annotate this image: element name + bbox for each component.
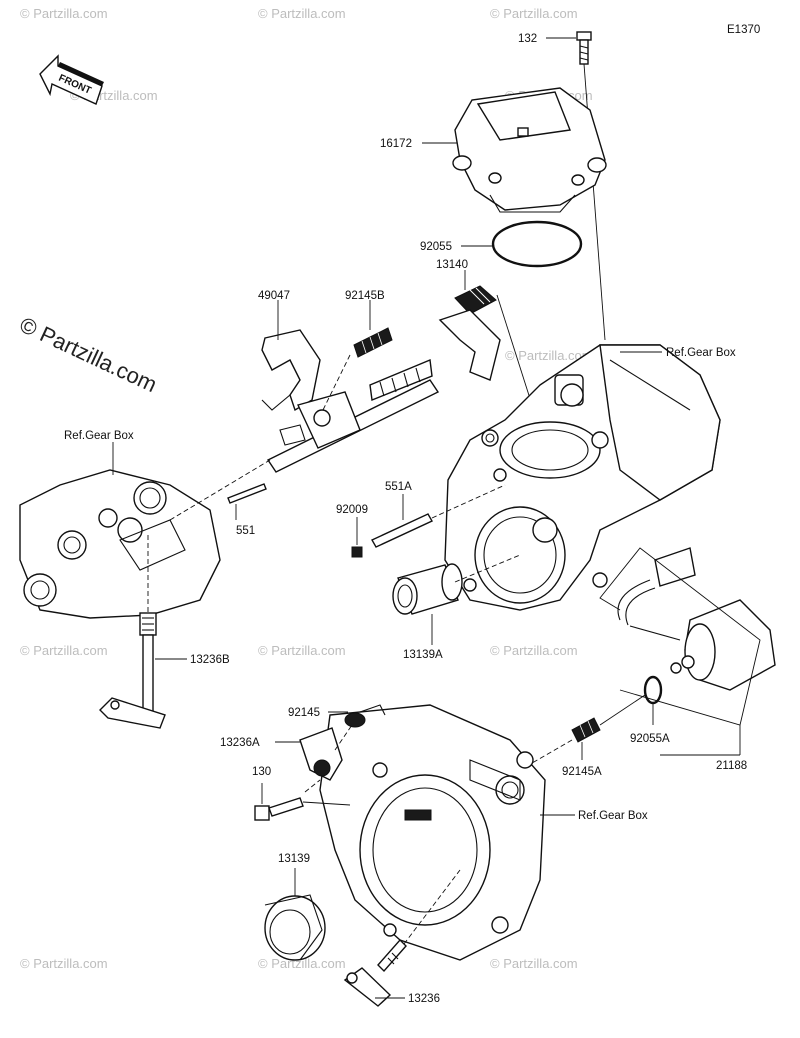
actuator-motor-21188 (617, 547, 776, 691)
spring-92145 (344, 704, 386, 728)
actuator-cover-16172 (452, 87, 607, 213)
shift-fork-13140 (438, 285, 501, 381)
label-92009: 92009 (336, 504, 368, 516)
spring-92145B (353, 327, 393, 358)
watermark: © Partzilla.com (490, 643, 578, 658)
gear-case-left (19, 469, 221, 619)
lever-shaft-13236 (343, 938, 407, 1007)
watermark-large: © Partzilla.com (16, 312, 161, 397)
bolt-130 (254, 797, 304, 821)
spring-92145A (571, 717, 601, 743)
watermark: © Partzilla.com (258, 6, 346, 21)
o-ring-92055 (491, 220, 583, 268)
label-13236B: 13236B (190, 654, 230, 666)
label-16172: 16172 (380, 138, 412, 150)
label-ref-gear-box-left: Ref.Gear Box (64, 430, 134, 442)
label-92145A: 92145A (562, 766, 602, 778)
shift-assembly-49047 (261, 329, 440, 473)
label-49047: 49047 (258, 290, 290, 302)
front-arrow-icon: FRONT (39, 54, 104, 105)
label-92145: 92145 (288, 707, 320, 719)
watermark: © Partzilla.com (490, 6, 578, 21)
label-13139A: 13139A (403, 649, 443, 661)
watermark: © Partzilla.com (258, 956, 346, 971)
pin-551 (227, 483, 267, 504)
lever-shaft-13236B (99, 612, 166, 729)
watermark: © Partzilla.com (258, 643, 346, 658)
screw-92009 (351, 546, 363, 558)
gear-case-upper (444, 344, 721, 611)
label-ref-gear-box-right-bottom: Ref.Gear Box (578, 810, 648, 822)
label-92055: 92055 (420, 241, 452, 253)
label-92055A: 92055A (630, 733, 670, 745)
label-130: 130 (252, 766, 271, 778)
watermark: © Partzilla.com (490, 956, 578, 971)
label-551A: 551A (385, 481, 412, 493)
label-551: 551 (236, 525, 255, 537)
pin-551A (371, 513, 433, 548)
watermark: © Partzilla.com (505, 348, 593, 363)
watermark: © Partzilla.com (20, 956, 108, 971)
lever-13236A (299, 727, 343, 781)
watermark: © Partzilla.com (20, 6, 108, 21)
label-13236A: 13236A (220, 737, 260, 749)
gear-case-lower (319, 704, 546, 961)
sleeve-13139 (264, 894, 326, 961)
label-ref-gear-box-right-top: Ref.Gear Box (666, 347, 736, 359)
label-132: 132 (518, 33, 537, 45)
label-92145B: 92145B (345, 290, 385, 302)
sleeve-13139A (392, 563, 463, 615)
label-13236: 13236 (408, 993, 440, 1005)
label-21188: 21188 (716, 760, 747, 772)
bolt-132 (576, 31, 592, 65)
watermark: © Partzilla.com (20, 643, 108, 658)
label-13139: 13139 (278, 853, 310, 865)
label-13140: 13140 (436, 259, 468, 271)
diagram-code: E1370 (727, 24, 760, 36)
o-ring-92055A (643, 675, 663, 705)
